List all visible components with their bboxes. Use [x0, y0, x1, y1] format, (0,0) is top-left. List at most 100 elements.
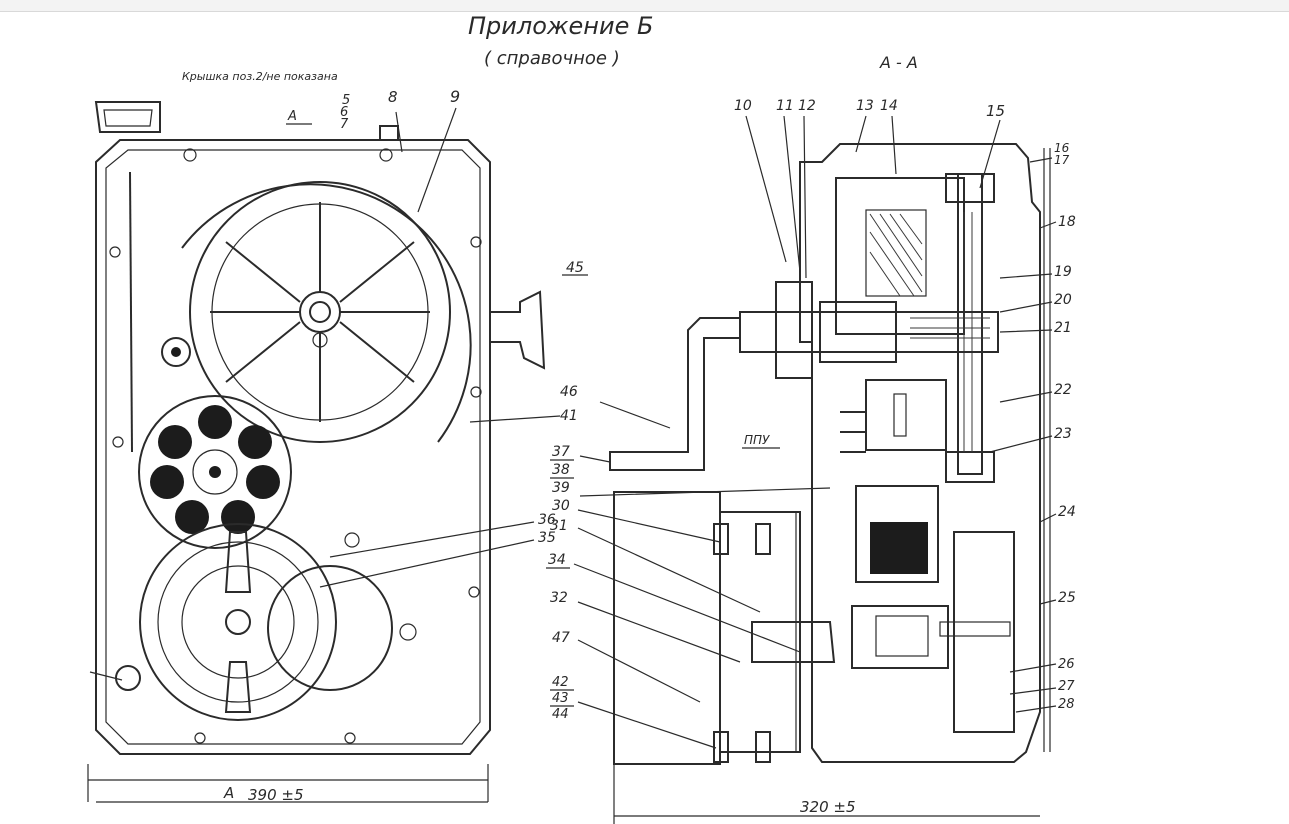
wheel-arc	[181, 183, 472, 443]
wheel-hatch	[963, 212, 973, 452]
shaft-hatch	[910, 317, 990, 339]
lower-reel-core	[181, 565, 295, 679]
large-wheel-rim	[189, 181, 451, 443]
drum-hole	[238, 425, 272, 459]
left-rod	[129, 171, 133, 453]
pos-label-47: 47	[552, 630, 570, 646]
pos-label-28: 28	[1058, 697, 1075, 712]
pos-label-42: 42	[552, 675, 569, 690]
bolt	[109, 246, 121, 258]
secondary-pin	[399, 623, 417, 641]
cutaway-window	[751, 621, 836, 663]
wheel-cross	[210, 202, 430, 422]
section-leader-lines	[573, 115, 1057, 749]
depth-dimension: 320 ±5	[800, 798, 856, 816]
pos-label-44: 44	[552, 707, 569, 722]
small-pulley	[161, 337, 191, 367]
pos-label-7: 7	[340, 117, 349, 132]
leader-lines	[319, 107, 561, 588]
coupling-nut	[755, 731, 771, 763]
ppu-label: ППУ	[744, 433, 770, 447]
section-mark-bottom: А	[223, 784, 234, 802]
drum-hole	[175, 500, 209, 534]
pos-label-13: 13	[856, 98, 874, 114]
front-tube	[613, 491, 721, 765]
upper-hatching	[869, 213, 923, 297]
section-housing	[799, 143, 1041, 763]
appendix-title: Приложение Б	[468, 12, 653, 40]
pos-label-32: 32	[550, 590, 568, 606]
pos-label-34: 34	[548, 552, 566, 568]
lower-reel	[139, 523, 337, 721]
appendix-subtitle: ( справочное )	[484, 48, 620, 69]
wheel-pin	[312, 332, 328, 348]
pos-label-35: 35	[538, 530, 556, 546]
bolt	[468, 586, 480, 598]
drum-hole	[150, 465, 184, 499]
window-top-strip	[0, 0, 1289, 12]
wheel-top-cap	[945, 173, 995, 203]
handle-knob	[490, 290, 546, 370]
drawing-sheet: Приложение Б ( справочное ) Крышка поз.2…	[0, 12, 1289, 824]
bolt	[183, 148, 197, 162]
pos-label-9: 9	[450, 87, 460, 106]
coupling-nut	[713, 523, 729, 555]
tube-stack	[840, 411, 866, 453]
guide-roller	[115, 665, 141, 691]
pos-label-16: 16	[1054, 141, 1070, 155]
bolt	[344, 732, 356, 744]
pos-label-30: 30	[552, 498, 570, 514]
pos-label-43: 43	[552, 691, 569, 706]
bolt	[470, 236, 482, 248]
middle-screw	[893, 393, 907, 437]
pos-label-36: 36	[538, 512, 556, 528]
upper-block	[865, 209, 927, 297]
lower-reel-inner	[157, 541, 319, 703]
pos-label-14: 14	[880, 98, 898, 114]
rear-shaft	[939, 621, 1011, 637]
pos-label-26: 26	[1058, 657, 1075, 672]
pos-label-20: 20	[1054, 292, 1072, 308]
bolt	[112, 436, 124, 448]
lower-reel-hub	[225, 609, 251, 635]
drum-axle	[209, 466, 221, 478]
middle-chamber	[865, 379, 947, 451]
bolt	[194, 732, 206, 744]
roller-leader	[89, 671, 123, 681]
pos-label-25: 25	[1058, 590, 1076, 606]
housing-inner-rim	[105, 149, 481, 745]
pos-label-21: 21	[1054, 320, 1072, 336]
crank-handle	[609, 317, 740, 471]
section-view: 320 ±5 ППУ 10 11 12 13 14 15 16 17 18 19…	[546, 98, 1076, 824]
top-boss	[379, 125, 399, 141]
pos-label-6: 6	[340, 105, 348, 120]
wheel-spokes	[225, 241, 415, 383]
pos-label-39: 39	[552, 480, 570, 496]
bolt	[379, 148, 393, 162]
pos-label-19: 19	[1054, 264, 1072, 280]
pos-label-38: 38	[552, 462, 570, 478]
pos-label-10: 10	[734, 98, 752, 114]
wheel-bottom-cap	[945, 451, 995, 483]
pos-label-11: 11	[776, 98, 794, 114]
section-label: А - А	[879, 53, 918, 72]
wheel-hub	[299, 291, 341, 333]
drum-center	[192, 449, 238, 495]
drum-holes	[150, 405, 280, 534]
pos-label-22: 22	[1054, 382, 1072, 398]
lower-chamber	[855, 485, 939, 583]
wheel-shaft	[309, 301, 331, 323]
drum-hole	[158, 425, 192, 459]
pos-label-45: 45	[566, 260, 584, 276]
drum-hole	[221, 500, 255, 534]
flange	[775, 281, 813, 379]
upper-chamber	[835, 177, 965, 335]
small-pulley-center	[171, 347, 181, 357]
pos-label-8: 8	[388, 88, 398, 106]
pos-label-5: 5	[342, 93, 350, 108]
technical-drawing: Приложение Б ( справочное ) Крышка поз.2…	[87, 12, 1076, 824]
base-mechanism	[851, 605, 949, 669]
housing-outer	[95, 139, 491, 755]
pos-label-12: 12	[798, 98, 816, 114]
main-shaft	[739, 311, 999, 353]
